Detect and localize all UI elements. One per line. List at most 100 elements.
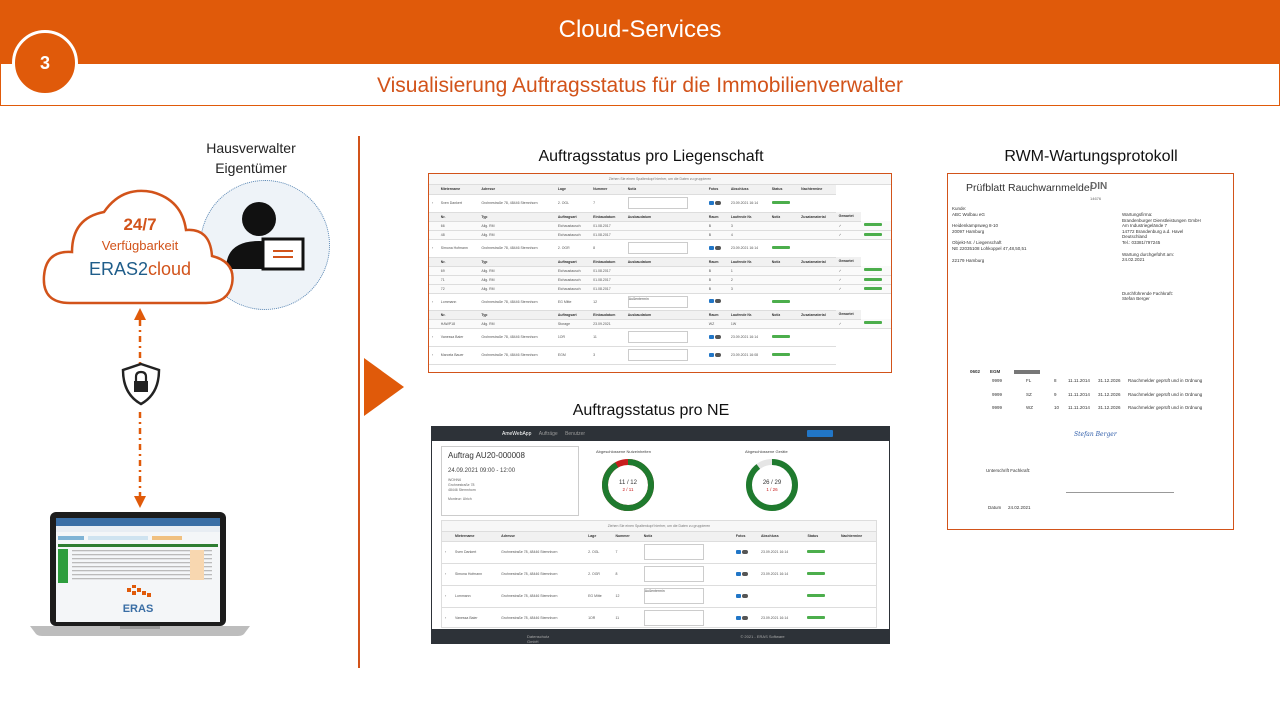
sub-column-header[interactable]: Typ <box>478 310 555 320</box>
camera-icon[interactable] <box>714 245 721 250</box>
sub-column-header[interactable]: Ausbaudatum <box>624 310 706 320</box>
expand-icon[interactable]: › <box>442 585 453 608</box>
cell-fotos[interactable] <box>732 563 758 586</box>
column-header[interactable]: Notiz <box>640 532 733 542</box>
expand-icon[interactable]: › <box>429 194 438 213</box>
sub-column-header[interactable]: Zusatzmaterial <box>798 310 836 320</box>
cell-notiz[interactable] <box>640 541 733 564</box>
column-header[interactable]: Status <box>804 532 838 542</box>
cell-notiz[interactable]: Außentermin <box>624 293 706 311</box>
sub-column-header[interactable]: Nr. <box>437 212 479 222</box>
camera-icon[interactable] <box>714 334 721 339</box>
sub-column-header[interactable]: Raum <box>705 212 728 222</box>
camera-icon[interactable] <box>714 200 721 205</box>
gewartet-check[interactable]: ✓ <box>835 275 862 285</box>
camera-icon[interactable] <box>741 593 748 598</box>
save-icon[interactable] <box>735 571 741 576</box>
sub-column-header[interactable]: Zusatzmaterial <box>798 212 836 222</box>
expand-icon[interactable]: › <box>429 239 438 258</box>
expand-icon[interactable]: › <box>442 541 453 564</box>
expand-icon[interactable]: › <box>429 328 438 347</box>
sub-column-header[interactable]: Laufende Nr. <box>727 212 769 222</box>
note-textarea[interactable]: Außentermin <box>627 295 688 308</box>
sub-column-header[interactable]: Notiz <box>768 310 799 320</box>
column-header[interactable]: Notiz <box>624 185 706 195</box>
column-header[interactable]: Fotos <box>732 532 758 542</box>
column-header[interactable]: Abschluss <box>758 532 805 542</box>
sub-column-header[interactable]: Einbaudatum <box>590 310 625 320</box>
sub-column-header[interactable]: Zusatzmaterial <box>798 257 836 267</box>
ne-footer-left[interactable]: Datenschutz <box>527 634 550 639</box>
sub-column-header[interactable]: Typ <box>478 212 555 222</box>
sub-column-header[interactable]: Gewartet <box>835 212 862 222</box>
save-icon[interactable] <box>708 352 714 357</box>
sub-column-header[interactable]: Nr. <box>437 257 479 267</box>
column-header[interactable]: Nummer <box>590 185 625 195</box>
sub-column-header[interactable]: Notiz <box>768 257 799 267</box>
cell-fotos[interactable] <box>705 293 728 311</box>
note-textarea[interactable] <box>627 330 688 343</box>
sub-column-header[interactable]: Raum <box>705 257 728 267</box>
expand-icon[interactable]: › <box>429 293 438 311</box>
ne-nav-benutzer[interactable]: Benutzer <box>565 431 586 437</box>
column-header[interactable]: Adresse <box>478 185 555 195</box>
save-icon[interactable] <box>735 615 741 620</box>
note-textarea[interactable] <box>627 348 688 361</box>
gewartet-check[interactable]: ✓ <box>835 230 862 240</box>
sub-column-header[interactable]: Auftragsart <box>554 212 591 222</box>
sub-column-header[interactable]: Laufende Nr. <box>727 257 769 267</box>
cell-notiz[interactable] <box>624 239 706 258</box>
column-header[interactable]: Abschluss <box>727 185 769 195</box>
camera-icon[interactable] <box>714 352 721 357</box>
sub-column-header[interactable]: Ausbaudatum <box>624 257 706 267</box>
expand-icon[interactable]: › <box>442 607 453 630</box>
sub-column-header[interactable]: Notiz <box>768 212 799 222</box>
save-icon[interactable] <box>735 549 741 554</box>
cell-notiz[interactable] <box>624 346 706 365</box>
cell-fotos[interactable] <box>705 239 728 258</box>
sub-column-header[interactable]: Einbaudatum <box>590 257 625 267</box>
camera-icon[interactable] <box>741 571 748 576</box>
sub-column-header[interactable]: Typ <box>478 257 555 267</box>
save-icon[interactable] <box>708 245 714 250</box>
column-header[interactable]: Fotos <box>705 185 728 195</box>
gewartet-check[interactable]: ✓ <box>835 319 862 329</box>
cell-fotos[interactable] <box>732 541 758 564</box>
column-header[interactable]: Nachtermine <box>837 532 876 542</box>
cell-fotos[interactable] <box>705 346 728 365</box>
column-header[interactable]: Nummer <box>612 532 641 542</box>
camera-icon[interactable] <box>741 615 748 620</box>
column-header[interactable]: Lage <box>585 532 613 542</box>
expand-icon[interactable]: › <box>429 346 438 365</box>
sub-column-header[interactable]: Auftragsart <box>554 310 591 320</box>
note-textarea[interactable] <box>643 565 704 582</box>
note-textarea[interactable] <box>643 609 704 626</box>
cell-fotos[interactable] <box>732 607 758 630</box>
ne-topbar-button[interactable] <box>807 430 833 437</box>
save-icon[interactable] <box>708 200 714 205</box>
sub-column-header[interactable]: Nr. <box>437 310 479 320</box>
save-icon[interactable] <box>708 334 714 339</box>
gewartet-check[interactable]: ✓ <box>835 221 862 231</box>
sub-column-header[interactable]: Raum <box>705 310 728 320</box>
expand-icon[interactable]: › <box>442 563 453 586</box>
sub-column-header[interactable]: Laufende Nr. <box>727 310 769 320</box>
sub-column-header[interactable]: Gewartet <box>835 257 862 267</box>
cell-fotos[interactable] <box>705 328 728 347</box>
save-icon[interactable] <box>708 299 714 303</box>
cell-notiz[interactable] <box>624 194 706 213</box>
cell-fotos[interactable] <box>732 585 758 608</box>
